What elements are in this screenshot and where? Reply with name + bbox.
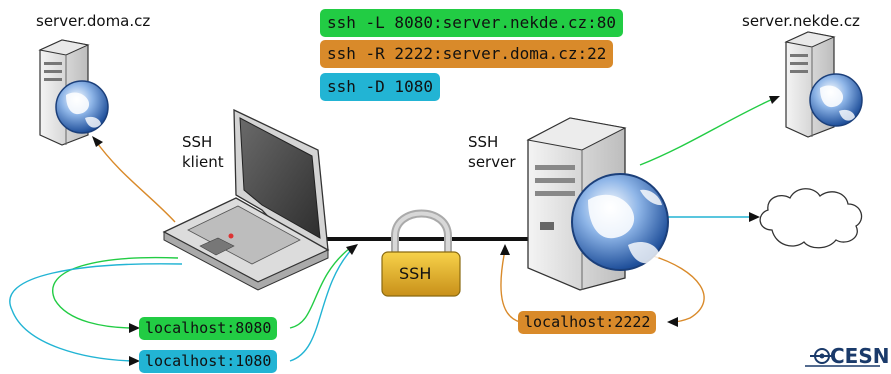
ssh-client-label-line1: SSH <box>182 133 213 151</box>
server-doma-label: server.doma.cz <box>36 12 151 30</box>
command-dynamic-forward: ssh -D 1080 <box>320 73 440 101</box>
laptop <box>162 108 330 291</box>
command-local-forward: ssh -L 8080:server.nekde.cz:80 <box>320 9 623 37</box>
arrow-laptop-to-server-doma <box>94 139 176 223</box>
ssh-server-label-line2: server <box>468 153 516 171</box>
ssh-server-label-line1: SSH <box>468 133 499 151</box>
port-localhost-1080: localhost:1080 <box>139 350 278 373</box>
ssh-server-label: SSH server <box>468 132 515 172</box>
arrowhead-cloud <box>749 212 760 222</box>
orange-server-to-2222 <box>649 254 705 323</box>
internet-cloud <box>759 188 863 249</box>
loop-cyan-to-1080 <box>9 263 183 362</box>
ssh-client-label: SSH klient <box>182 132 224 172</box>
arrowhead-server-nekde <box>769 96 780 104</box>
cesnet-logo-mark <box>805 348 880 367</box>
loop-green-to-8080 <box>52 256 179 329</box>
arrowhead-1080 <box>129 356 140 366</box>
cyan-1080-to-tunnel <box>289 248 353 362</box>
port-localhost-8080: localhost:8080 <box>139 317 278 340</box>
ssh-client-label-line2: klient <box>182 153 224 171</box>
arrowhead-8080 <box>129 323 140 333</box>
arrowhead-2222 <box>667 317 678 327</box>
command-remote-forward: ssh -R 2222:server.doma.cz:22 <box>320 40 614 68</box>
arrowhead-tunnel-entry <box>346 244 358 255</box>
arrow-server-to-nekde <box>639 97 776 166</box>
server-nekde-label: server.nekde.cz <box>742 12 860 30</box>
port-localhost-2222: localhost:2222 <box>518 311 657 334</box>
lock-label: SSH <box>399 264 432 283</box>
server-nekde-globe <box>809 73 863 127</box>
green-8080-to-tunnel <box>289 247 351 329</box>
arrowhead-tunnel-exit <box>500 244 510 255</box>
ssh-server-globe <box>571 173 669 271</box>
orange-2222-to-tunnel <box>500 249 521 323</box>
cesnet-logo-text: CESNET <box>830 344 891 368</box>
lock-icon <box>381 209 461 297</box>
server-doma-globe <box>55 80 109 134</box>
arrowhead-server-doma <box>92 136 103 147</box>
